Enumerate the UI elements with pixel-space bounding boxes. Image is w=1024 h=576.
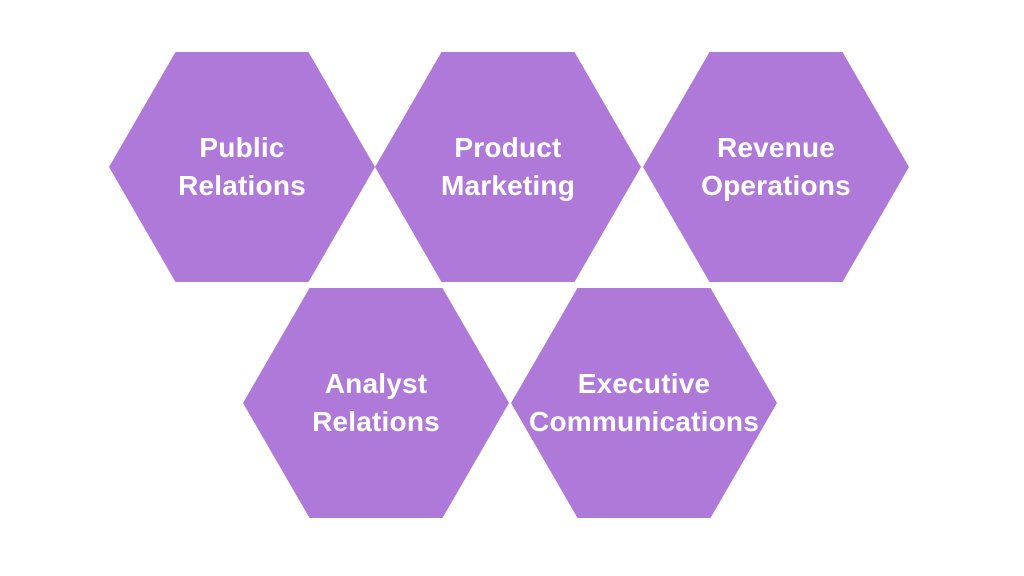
hexagon-label-line: Operations [701,170,851,201]
hexagon-product-marketing: Product Marketing [375,52,641,282]
hexagon-label-line: Public [199,132,285,163]
hexagon-analyst-relations: Analyst Relations [243,288,509,518]
hexagon-label-line: Product [454,132,562,163]
hexagon-label-line: Revenue [716,132,836,163]
hexagon-label-line: Executive [577,368,711,399]
hexagon-revenue-operations: Revenue Operations [643,52,909,282]
hexagon-executive-communications: Executive Communications [511,288,777,518]
hexagon-label-line: Relations [312,406,440,437]
hexagon-label-line: Relations [178,170,306,201]
hexagon-public-relations: Public Relations [109,52,375,282]
hexagon-label-line: Communications [529,406,759,437]
hexagon-label-line: Marketing [440,170,576,201]
hexagon-label-line: Analyst [324,368,428,399]
